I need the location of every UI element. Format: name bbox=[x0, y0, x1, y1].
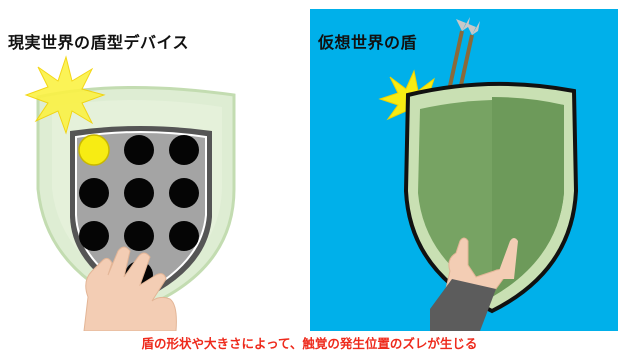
glove-sleeve bbox=[430, 279, 496, 331]
virtual-shield-panel: 仮想世界の盾 bbox=[310, 9, 618, 331]
tactile-button bbox=[79, 178, 109, 208]
hand-icon bbox=[83, 246, 177, 331]
tactile-button bbox=[169, 135, 199, 165]
tactile-button bbox=[124, 135, 154, 165]
device-panel bbox=[75, 131, 207, 297]
tactile-button bbox=[169, 178, 199, 208]
virtual-shield-illustration bbox=[378, 17, 579, 331]
real-device-panel: 現実世界の盾型デバイス bbox=[0, 9, 306, 331]
glove-sleeve-fingers bbox=[496, 238, 518, 279]
tactile-button bbox=[79, 221, 109, 251]
tactile-button bbox=[124, 221, 154, 251]
real-device-illustration bbox=[24, 55, 236, 331]
right-panel-title: 仮想世界の盾 bbox=[318, 33, 418, 52]
left-panel-title: 現実世界の盾型デバイス bbox=[8, 33, 190, 52]
tactile-button bbox=[124, 178, 154, 208]
impact-flash-icon bbox=[24, 55, 106, 135]
tactile-button-active bbox=[78, 134, 110, 166]
caption: 盾の形状や大きさによって、触覚の発生位置のズレが生じる bbox=[141, 336, 478, 351]
tactile-button bbox=[169, 221, 199, 251]
